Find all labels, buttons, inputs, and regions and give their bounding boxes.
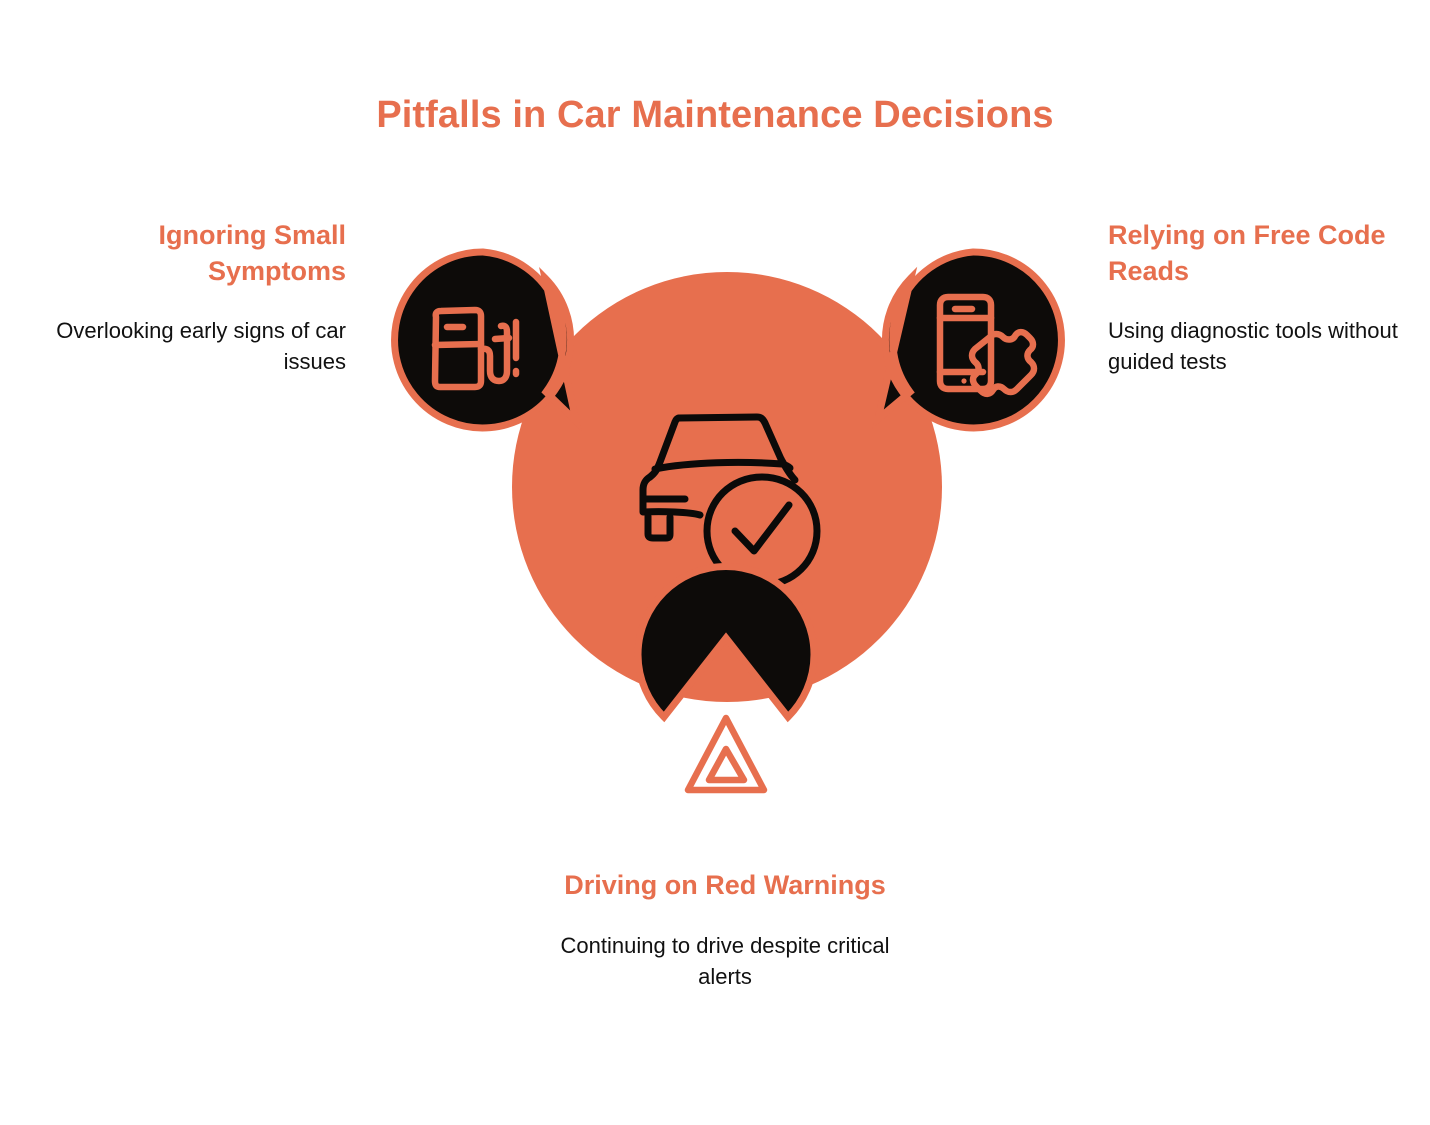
hazard-triangle-icon — [684, 714, 768, 794]
label-block-relying-on-free-code-reads: Relying on Free Code Reads Using diagnos… — [1108, 218, 1430, 378]
node-description-relying-on-free-code-reads: Using diagnostic tools without guided te… — [1108, 318, 1398, 375]
node-description-ignoring-small-symptoms: Overlooking early signs of car issues — [56, 318, 346, 375]
node-heading-ignoring-small-symptoms: Ignoring Small Symptoms — [158, 220, 346, 286]
label-block-ignoring-small-symptoms: Ignoring Small Symptoms Overlooking earl… — [20, 218, 346, 378]
node-bubble-ignoring-small-symptoms[interactable] — [391, 248, 582, 432]
label-block-driving-on-red-warnings: Driving on Red Warnings Continuing to dr… — [545, 868, 905, 992]
node-description-driving-on-red-warnings: Continuing to drive despite critical ale… — [560, 932, 890, 989]
node-bubble-driving-on-red-warnings[interactable] — [634, 563, 818, 794]
page-title: Pitfalls in Car Maintenance Decisions — [376, 94, 1054, 136]
node-heading-relying-on-free-code-reads: Relying on Free Code Reads — [1108, 220, 1386, 286]
fuel-pump-alert-icon — [431, 306, 520, 391]
teardrop-shape-left — [391, 248, 582, 432]
teardrop-shape-right — [872, 248, 1065, 432]
phone-puzzle-icon — [936, 293, 1038, 398]
node-heading-driving-on-red-warnings: Driving on Red Warnings — [564, 870, 886, 900]
node-bubble-relying-on-free-code-reads[interactable] — [872, 248, 1065, 432]
teardrop-shape-bottom — [634, 563, 818, 723]
